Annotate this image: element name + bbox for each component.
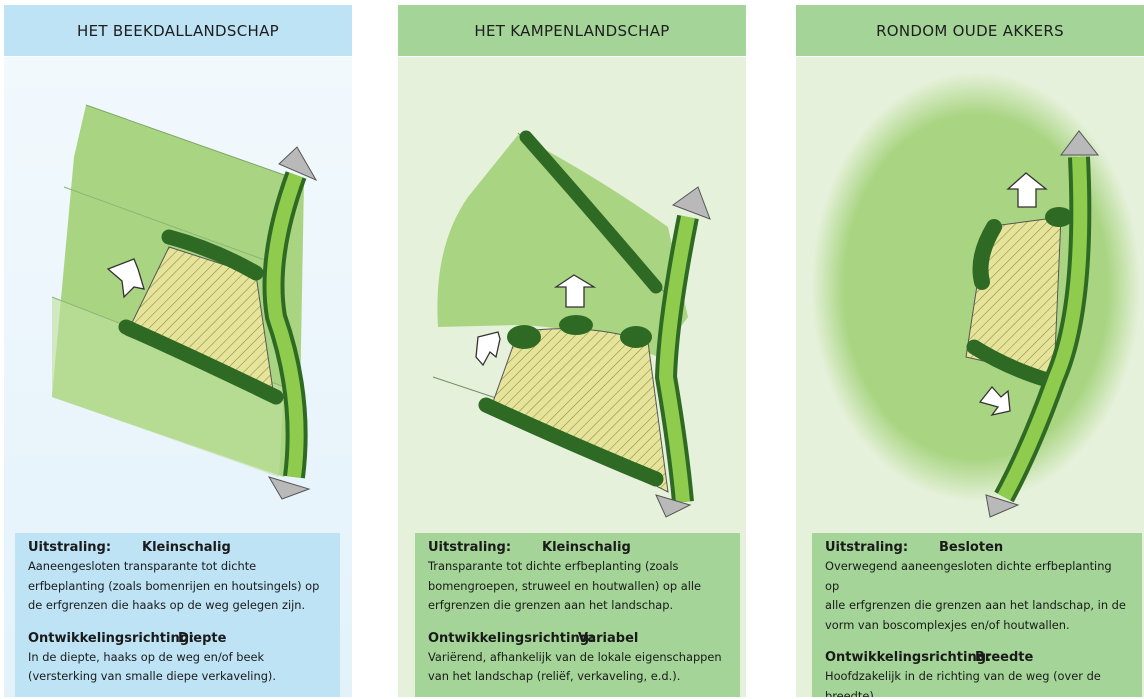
uitstraling-label: Uitstraling: xyxy=(428,540,512,555)
road-arrow-up-icon xyxy=(278,146,318,182)
richting-text-line: van het landschap (reliëf, verkaveling, … xyxy=(428,669,681,683)
direction-arrow-up-icon xyxy=(553,274,597,308)
richting-label: Ontwikkelingsrichting: xyxy=(825,650,992,665)
direction-arrow-icon xyxy=(106,258,145,299)
uitstraling-text-line: Overwegend aaneengesloten dichte erfbepl… xyxy=(825,559,1112,593)
richting-text-line: Hoofdzakelijk in de richting van de weg … xyxy=(825,669,1101,683)
panel-title: RONDOM OUDE AKKERS xyxy=(796,5,1144,56)
uitstraling-label: Uitstraling: xyxy=(28,540,112,555)
road-arrow-down-icon xyxy=(655,494,692,518)
panel-beekdallandschap: HET BEEKDALLANDSCHAP xyxy=(4,5,352,697)
beekdal-diagram xyxy=(51,104,318,500)
uitstraling-value: Besloten xyxy=(939,540,1004,555)
uitstraling-value: Kleinschalig xyxy=(142,540,231,555)
hedge-rows xyxy=(478,130,664,487)
panel-rondom-oude-akkers: RONDOM OUDE AKKERS xyxy=(796,5,1144,697)
hedge-rows xyxy=(966,207,1073,387)
uitstraling-text-line: Transparante tot dichte erfbeplanting (z… xyxy=(428,559,679,573)
richting-text-line: In de diepte, haaks op de weg en/of beek xyxy=(28,649,265,664)
road-arrow-up-icon xyxy=(1060,130,1100,156)
panel-title: HET KAMPENLANDSCHAP xyxy=(398,5,746,56)
richting-text-line: breedte). xyxy=(825,688,878,698)
uitstraling-text-line: vorm van boscomplexjes en/of houtwallen. xyxy=(825,617,1070,632)
uitstraling-text-line: alle erfgrenzen die grenzen aan het land… xyxy=(825,598,1126,612)
panel-title: HET BEEKDALLANDSCHAP xyxy=(4,5,352,56)
direction-arrow-left-icon xyxy=(475,331,501,367)
direction-arrow-up-icon xyxy=(1006,172,1048,208)
richting-text-line: (versterking van smalle diepe verkavelin… xyxy=(28,669,276,683)
kampen-diagram xyxy=(432,130,711,518)
uitstraling-text-line: de erfgrenzen die haaks op de weg gelege… xyxy=(28,598,306,612)
hedge-rows xyxy=(118,229,284,405)
panel-kampenlandschap: HET KAMPENLANDSCHAP xyxy=(398,5,746,697)
road xyxy=(654,214,699,503)
info-box: Uitstraling: Besloten Overwegend aaneeng… xyxy=(812,533,1142,697)
richting-text-line: Variërend, afhankelijk van de lokale eig… xyxy=(428,649,722,664)
info-box: Uitstraling: Kleinschalig Aaneengesloten… xyxy=(15,533,340,697)
richting-value: Diepte xyxy=(178,630,227,646)
road-arrow-down-icon xyxy=(985,494,1020,518)
uitstraling-text-line: erfbeplanting (zoals bomenrijen en houts… xyxy=(28,578,320,593)
richting-value: Breedte xyxy=(975,650,1034,665)
uitstraling-value: Kleinschalig xyxy=(542,540,631,555)
road-arrow-up-icon xyxy=(671,186,711,220)
road xyxy=(994,156,1092,503)
uitstraling-text-line: bomengroepen, struweel en houtwallen) op… xyxy=(428,578,702,593)
oude-akkers-diagram xyxy=(811,72,1141,518)
info-box: Uitstraling: Kleinschalig Transparante t… xyxy=(415,533,740,697)
uitstraling-label: Uitstraling: xyxy=(825,540,909,555)
direction-arrow-down-icon xyxy=(978,385,1011,417)
richting-label: Ontwikkelingsrichting: xyxy=(428,630,595,646)
richting-label: Ontwikkelingsrichting: xyxy=(28,630,195,646)
road xyxy=(262,171,308,479)
uitstraling-text-line: erfgrenzen die grenzen aan het landschap… xyxy=(428,598,674,612)
richting-value: Variabel xyxy=(578,630,639,646)
uitstraling-text-line: Aaneengesloten transparante tot dichte xyxy=(28,559,257,573)
road-arrow-down-icon xyxy=(267,476,311,500)
yard-area xyxy=(492,328,669,493)
